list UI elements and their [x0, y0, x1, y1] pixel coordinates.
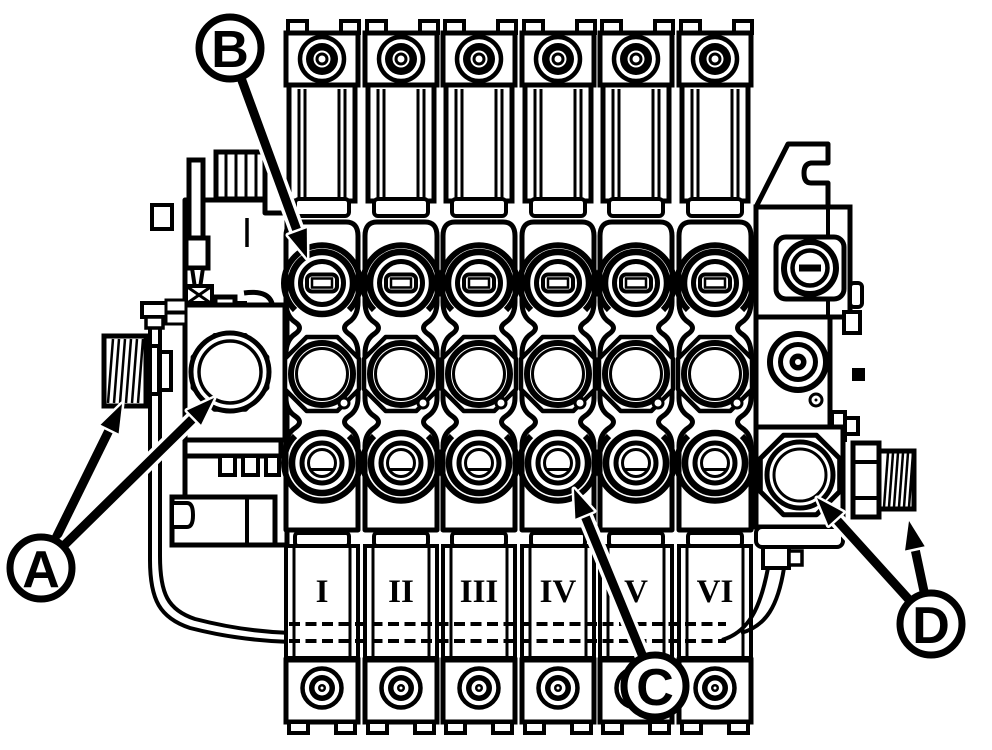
- callout-b-badge: [195, 13, 265, 83]
- callout-d-arrow-1: [832, 515, 914, 605]
- side-tab: [848, 281, 864, 309]
- valve-section-1: [284, 21, 360, 733]
- section-label-2: II: [388, 574, 414, 610]
- hose-fitting: [761, 545, 791, 570]
- section-label-4: IV: [540, 574, 577, 610]
- callout-c-label: C: [636, 659, 674, 717]
- callout-badges: A B C D: [6, 13, 966, 721]
- bracket-band: [182, 437, 284, 459]
- plug-threads: [106, 338, 145, 404]
- callout-c-badge: [620, 651, 690, 721]
- valve-section-2: [363, 21, 439, 733]
- callout-a-arrowhead-1: [98, 401, 125, 436]
- bracket-tooth: [218, 454, 237, 477]
- callout-b-label: B: [211, 21, 249, 79]
- section-label-1: I: [316, 574, 329, 610]
- callout-a-arrow-2: [59, 414, 198, 550]
- finned-block: [213, 149, 268, 202]
- port-plug-square: [852, 368, 865, 381]
- hose-clamp: [164, 298, 188, 314]
- end-flange: [754, 525, 845, 549]
- callout-arrows: [47, 69, 933, 666]
- side-clip: [842, 310, 862, 335]
- callout-b-arrow: [236, 75, 302, 234]
- hidden-hose-dashes: [289, 622, 726, 643]
- mounting-bracket: [753, 141, 831, 210]
- section-label-6: VI: [697, 574, 734, 610]
- callout-d-arrowhead-2: [902, 518, 928, 553]
- callout-a-label: A: [22, 541, 60, 599]
- hose-fitting-nut: [787, 549, 804, 567]
- hose-riser: [721, 567, 770, 642]
- rod: [186, 157, 206, 241]
- callout-d-arrow-2: [910, 547, 929, 595]
- section-label-3: III: [460, 574, 499, 610]
- valve-section-4: [520, 21, 596, 733]
- callout-c-arrowhead: [571, 486, 597, 522]
- callout-a-arrow-1: [50, 427, 114, 542]
- callout-b-arrowhead: [285, 225, 310, 261]
- valve-sections: I II III IV V VI: [284, 21, 753, 733]
- valve-section-6: [677, 21, 753, 733]
- stub-threads: [882, 452, 915, 508]
- bracket-tooth: [264, 454, 281, 477]
- inlet-cover-assembly: [101, 149, 290, 548]
- callout-d-label: D: [912, 597, 950, 655]
- plate-tab: [150, 203, 174, 231]
- valve-section-3: [441, 21, 517, 733]
- outlet-hex-nut: [850, 440, 882, 520]
- hose-clamp: [164, 311, 188, 326]
- hose: [148, 328, 292, 644]
- hose-riser: [740, 567, 786, 635]
- side-fitting-nut: [843, 416, 860, 436]
- bracket-tooth: [241, 454, 260, 477]
- hose-elbow: [140, 301, 169, 319]
- rod-body: [183, 235, 211, 271]
- callout-d-arrowhead-1: [814, 495, 846, 528]
- callout-a-arrowhead-2: [184, 395, 217, 428]
- hose-elbow-nut: [144, 315, 165, 330]
- bracket-notch: [170, 501, 195, 529]
- callout-d-badge: [896, 589, 966, 659]
- callout-c-arrow: [580, 513, 648, 660]
- callout-a-badge: [6, 533, 76, 603]
